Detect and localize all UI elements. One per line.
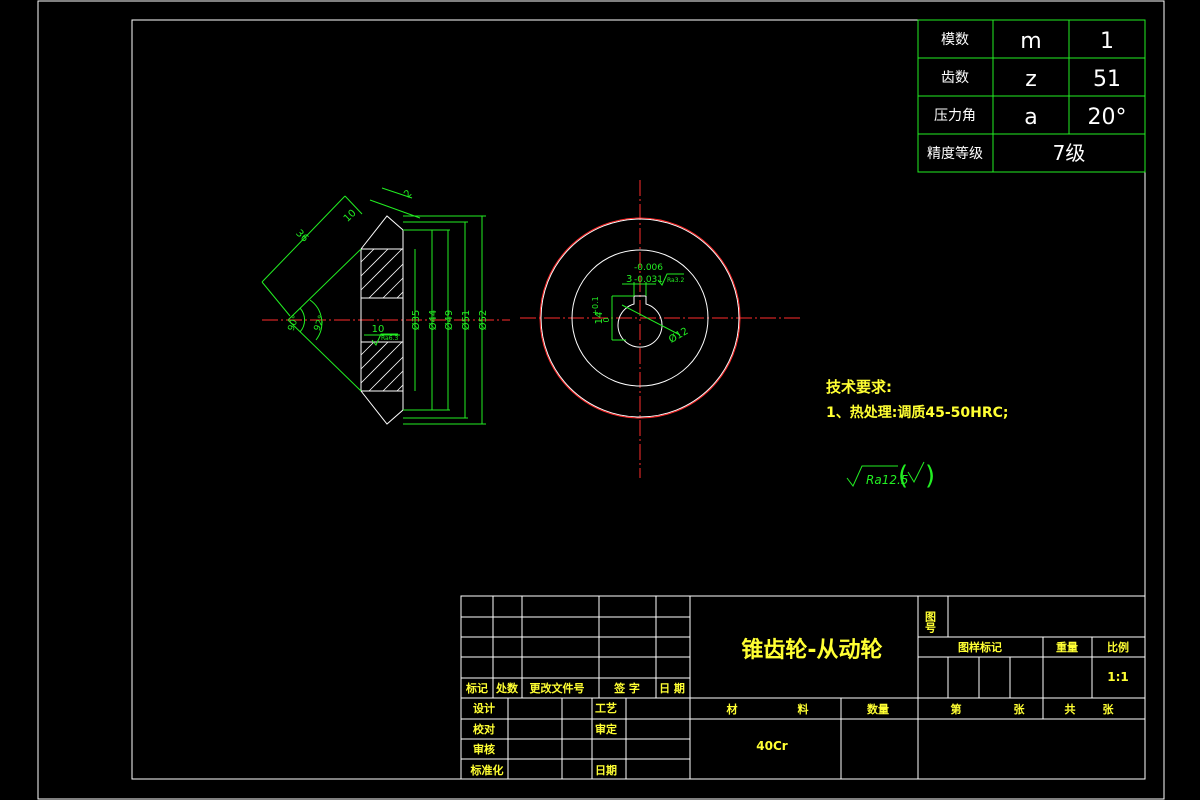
dim-angle-92: 92°	[313, 314, 328, 332]
roughness-key-value: Ra3.2	[667, 277, 684, 284]
dim-d51: Ø51	[460, 310, 472, 331]
label-gongyi: 工艺	[595, 701, 617, 715]
value-scale: 1:1	[1107, 670, 1129, 684]
label-liao: 料	[798, 702, 809, 716]
label-biaoji: 标记	[465, 681, 488, 695]
hub-circle	[571, 249, 709, 387]
roughness-bore-value: Ra6.3	[381, 335, 398, 342]
label-shenhe: 审核	[473, 742, 495, 756]
param-label-teeth: 齿数	[941, 70, 969, 86]
section-view: Ø35 Ø44 Ø49 Ø51 Ø52 10 36 10 2 90° 92° R…	[261, 187, 510, 425]
param-value-module: 1	[1100, 29, 1114, 54]
label-zhang: 张	[1014, 702, 1026, 716]
param-symbol-teeth: z	[1025, 67, 1037, 92]
dim-len10: 10	[372, 324, 385, 335]
param-symbol-module: m	[1020, 29, 1041, 54]
drawing-title: 锥齿轮-从动轮	[741, 637, 882, 663]
svg-text:): )	[925, 461, 935, 491]
section-hatch-top	[360, 248, 404, 299]
dim-key-width-tol-lo: -0.031	[634, 275, 663, 285]
label-qianzi: 签 字	[613, 681, 640, 695]
roughness-value: Ra12.5	[866, 473, 908, 487]
dim-d49: Ø49	[443, 310, 455, 331]
dim-d44: Ø44	[427, 310, 439, 331]
bore-keyway	[617, 295, 663, 348]
param-value-accuracy: 7级	[1053, 141, 1086, 165]
dim-len36: 36	[293, 228, 310, 245]
label-bili: 比例	[1107, 640, 1129, 654]
parameter-table: 模数 m 1 齿数 z 51 压力角 a 20° 精度等级 7级	[917, 19, 1146, 173]
dim-d52: Ø52	[477, 310, 489, 331]
surface-roughness-symbol: Ra12.5 ( )	[846, 461, 935, 491]
label-biaozhunhua: 标准化	[470, 763, 504, 777]
label-tuyang-biaoji: 图样标记	[958, 640, 1002, 654]
label-zhang-total: 张	[1103, 702, 1115, 716]
section-hatch-bottom	[360, 341, 404, 392]
label-gengai-wenjianhao: 更改文件号	[530, 681, 585, 695]
label-gong: 共	[1065, 702, 1076, 716]
dim-bore-dia: Ø12	[667, 325, 691, 346]
label-zhongliang: 重量	[1056, 640, 1078, 654]
param-value-pressure-angle: 20°	[1088, 105, 1127, 130]
dim-key-height: 14	[594, 312, 605, 325]
param-label-pressure-angle: 压力角	[934, 108, 976, 124]
dim-angle-90: 90°	[287, 314, 302, 332]
label-chushu: 处数	[495, 681, 519, 695]
tech-heading: 技术要求:	[826, 378, 892, 396]
label-di: 第	[951, 702, 962, 716]
param-label-module: 模数	[941, 32, 969, 48]
tech-item-1: 1、热处理:调质45-50HRC;	[826, 404, 1009, 421]
dim-d35: Ø35	[410, 310, 422, 331]
dim-key-width-tol-up: -0.006	[634, 263, 663, 273]
param-label-accuracy: 精度等级	[927, 145, 983, 162]
outer-circle	[540, 218, 740, 418]
label-tuhao: 图号	[924, 611, 937, 634]
label-jiaodui: 校对	[473, 722, 495, 736]
dim-key-height-tol: +0.1	[591, 296, 600, 315]
label-shuliang: 数量	[867, 702, 889, 716]
value-material: 40Cr	[756, 739, 788, 753]
label-shending: 审定	[595, 722, 617, 736]
dim-key-height-tol-lo: 0	[602, 317, 611, 322]
param-symbol-pressure-angle: a	[1024, 105, 1037, 130]
label-riqi: 日 期	[659, 681, 685, 695]
svg-text:(: (	[898, 461, 908, 491]
label-sign-riqi: 日期	[595, 763, 617, 777]
front-view: 14 +0.1 0 3 -0.006 -0.031 Ø12 Ra3.2	[520, 180, 800, 478]
pitch-circle	[539, 217, 741, 419]
dim-key-width: 3	[626, 274, 632, 285]
param-value-teeth: 51	[1093, 67, 1121, 92]
label-cai: 材	[727, 702, 738, 716]
outer-frame	[37, 0, 1165, 800]
title-block: 锥齿轮-从动轮 图号 图样标记 重量 比例 1:1 第 张 共 张 材 料 数量…	[460, 595, 1146, 780]
label-sheji: 设计	[473, 701, 495, 715]
dim-len10b: 10	[342, 208, 359, 225]
dim-len2: 2	[402, 188, 414, 200]
